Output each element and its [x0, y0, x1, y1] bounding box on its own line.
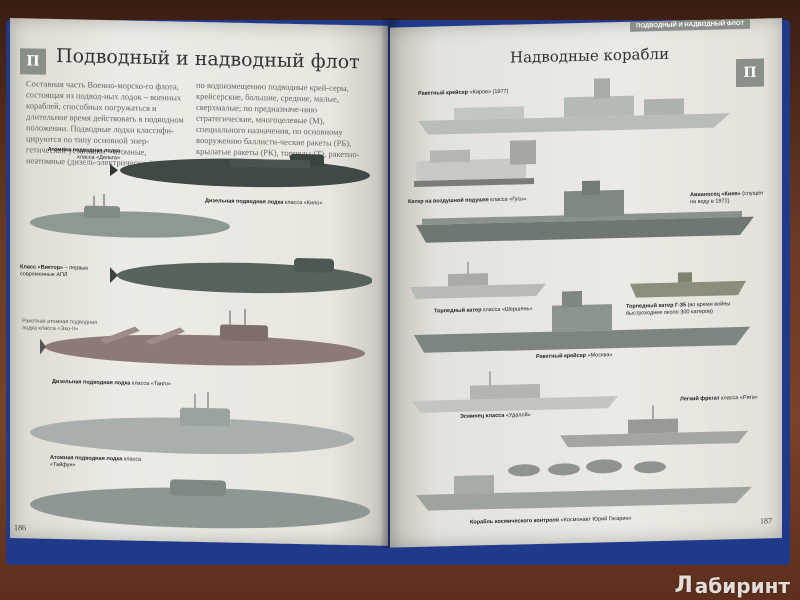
page-title-right: Надводные корабли — [510, 44, 670, 67]
label-delta: Атомная подводная лодка класса «Дельта» — [47, 146, 120, 162]
page-number-left: 186 — [14, 523, 26, 533]
left-page: П Подводный и надводный флот Составная ч… — [10, 18, 388, 546]
ship-gagarin-illustration — [416, 459, 752, 511]
page-title: Подводный и надводный флот — [56, 44, 360, 74]
ship-kirov-illustration — [418, 78, 730, 135]
page-number-right: 187 — [760, 516, 772, 526]
section-tab-right: П — [736, 58, 764, 88]
right-page: ПОДВОДНЫЙ И НАДВОДНЫЙ ФЛОТ П Надводные к… — [390, 18, 782, 548]
carrier-kiev-illustration — [416, 180, 754, 243]
cruiser-moskva-illustration — [414, 290, 750, 353]
open-book: П Подводный и надводный флот Составная ч… — [10, 18, 786, 558]
labirint-logo-icon: Л — [674, 573, 693, 598]
frigate-riga-illustration — [560, 405, 748, 448]
running-head: ПОДВОДНЫЙ И НАДВОДНЫЙ ФЛОТ — [630, 18, 751, 32]
torpedo-boat-shershen-illustration — [410, 261, 546, 299]
submarine-tango-illustration — [30, 392, 354, 455]
watermark-logo: Л абиринт — [675, 573, 791, 598]
submarine-delta-illustration — [110, 153, 370, 188]
destroyer-udaloy-illustration — [412, 371, 618, 413]
section-tab: П — [20, 48, 46, 75]
submarine-viktor-illustration — [110, 258, 372, 294]
submarine-echo-illustration — [40, 308, 365, 366]
submarine-kilo-illustration — [30, 193, 230, 238]
submarine-typhoon-illustration — [30, 479, 370, 529]
label-viktor: Класс «Виктор» – первые современные АПЛ — [20, 264, 89, 279]
torpedo-boat-g5-illustration — [630, 272, 746, 298]
watermark-text: абиринт — [694, 573, 790, 598]
hovercraft-gus-illustration — [414, 140, 536, 187]
label-gagarin: Корабль космического контроля «Космонавт… — [470, 515, 632, 526]
